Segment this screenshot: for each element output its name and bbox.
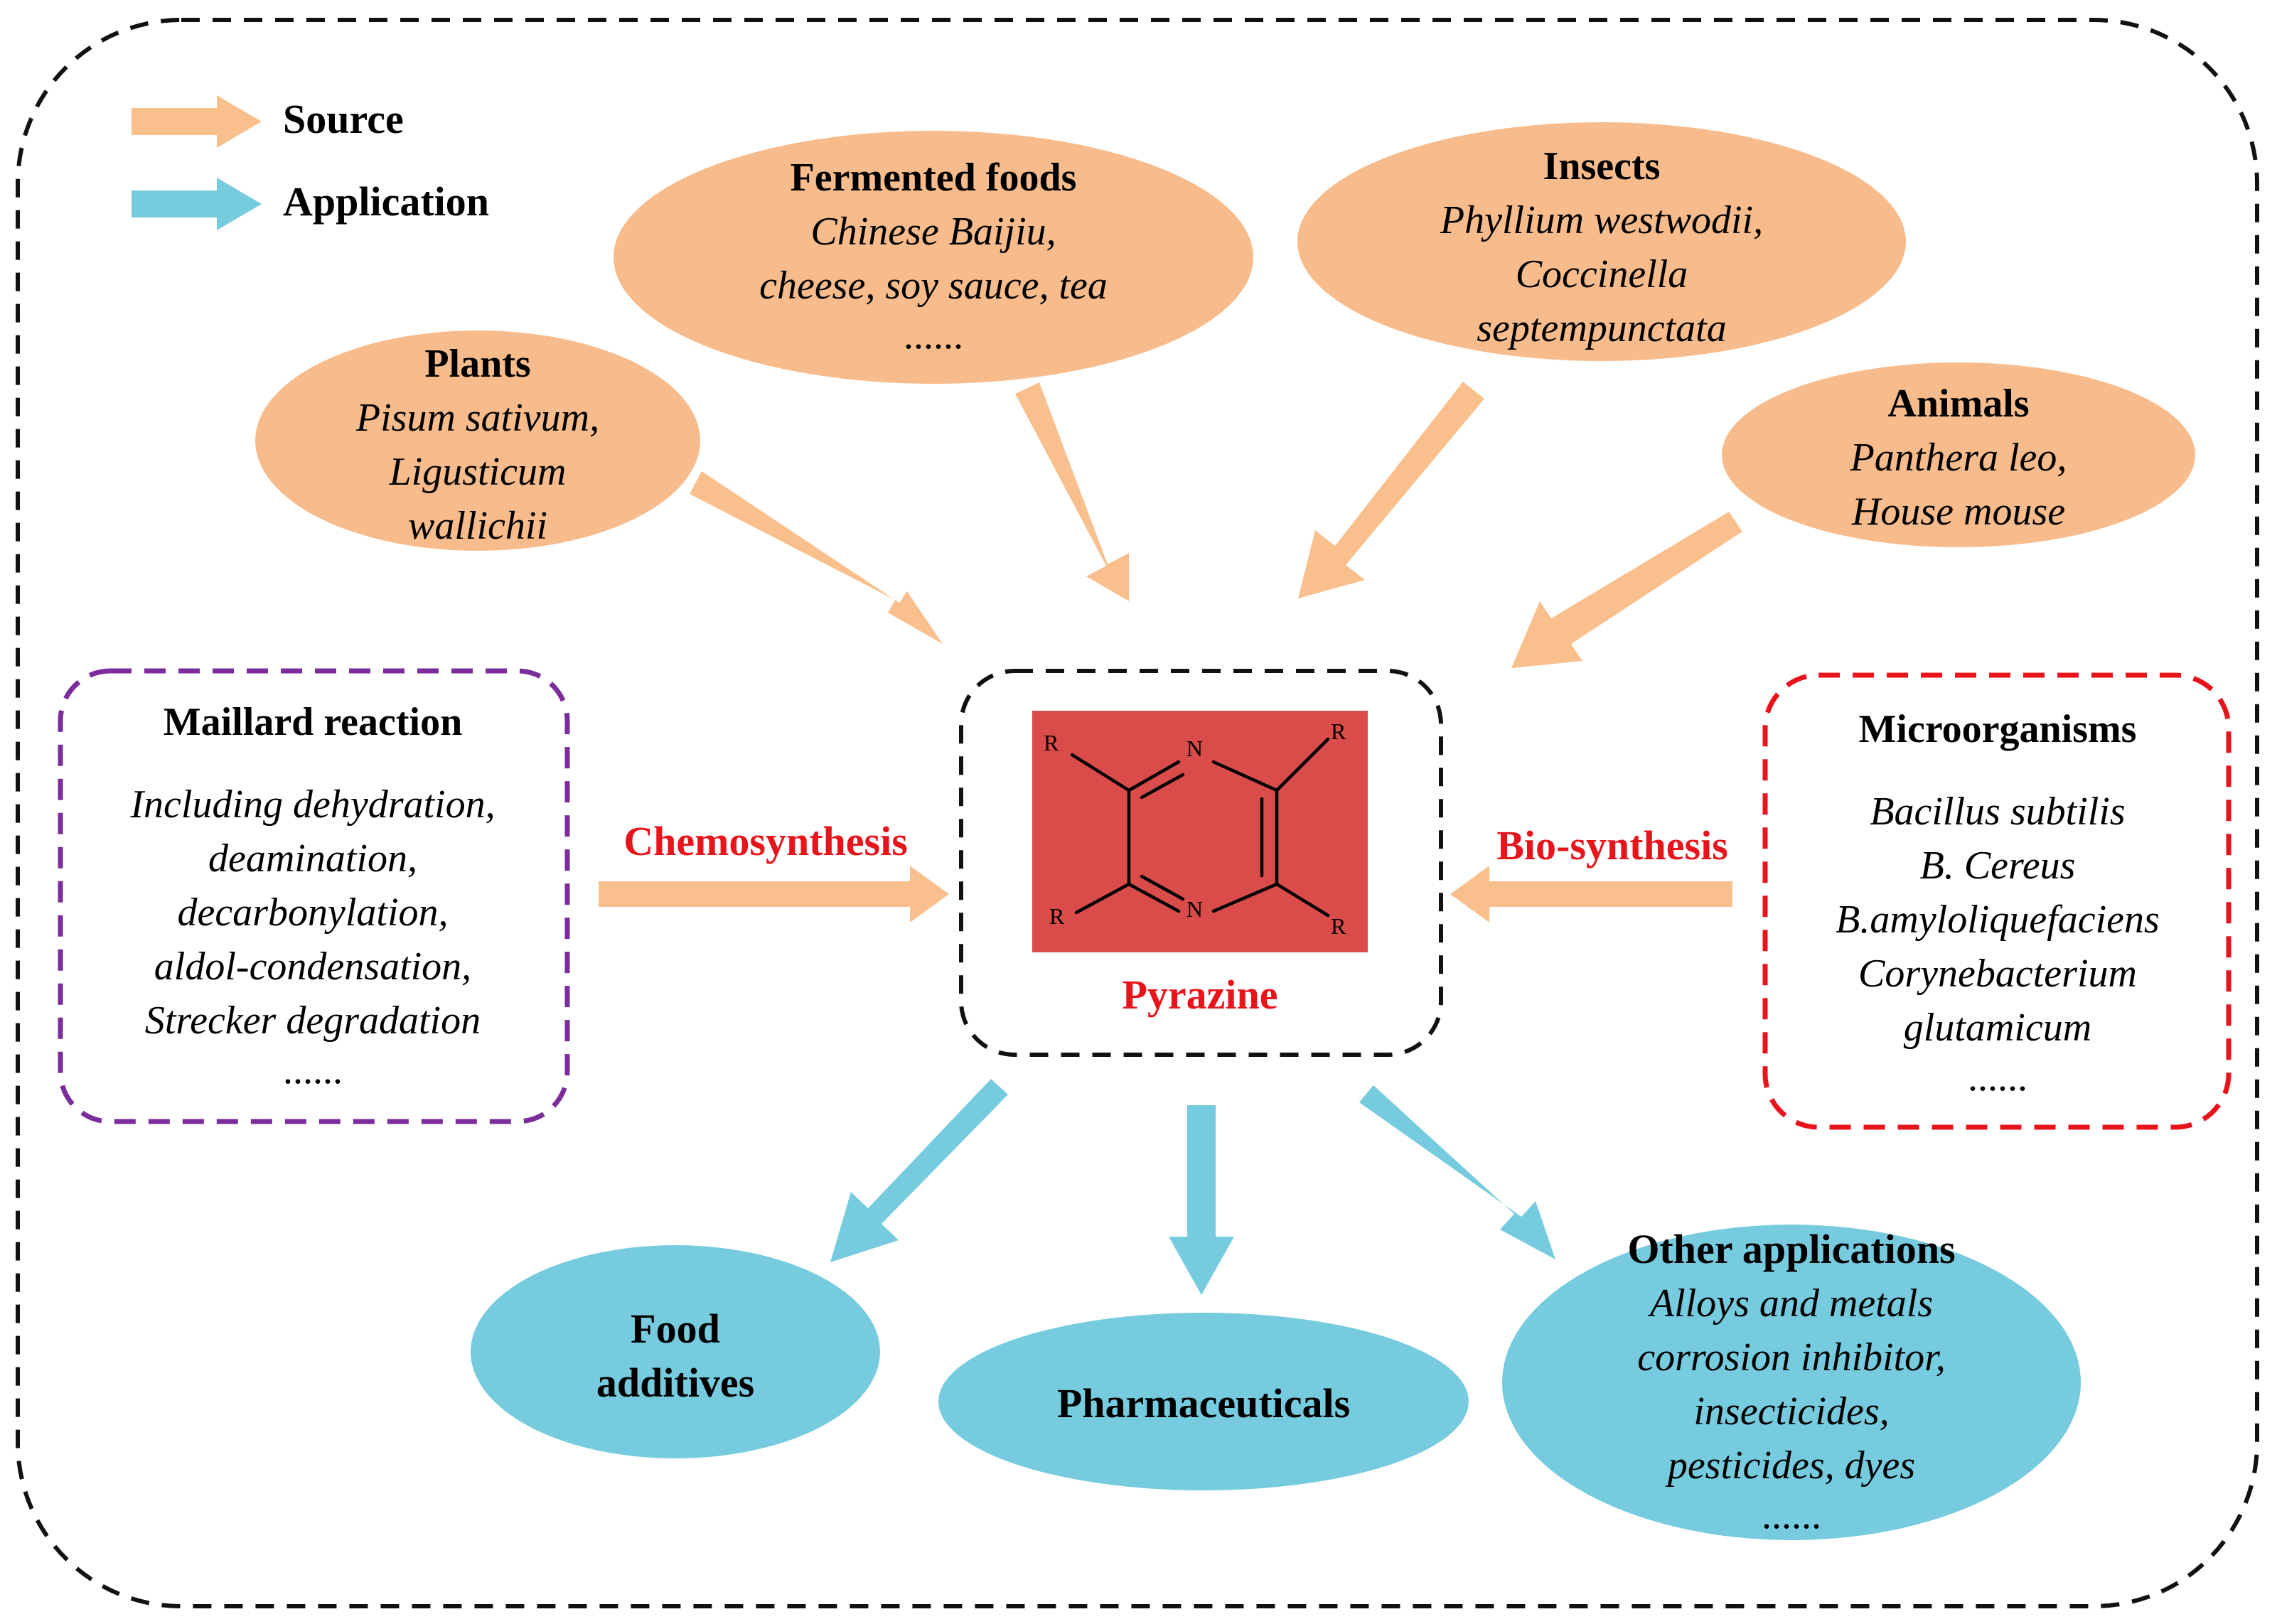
arrow-chemosynthesis [599,866,949,923]
fermented-foods-line: Chinese Baijiu, [810,210,1056,254]
arrow-insects-to-pyrazine [1298,382,1484,598]
pharmaceuticals-node: Pharmaceuticals [1056,1380,1351,1426]
ellipse-fermented-foods [614,131,1253,384]
food-additives-line: Food [631,1306,720,1352]
animals-title: Animals [1887,382,2030,426]
insects-line: Phyllium westwodii, [1440,198,1764,242]
legend-source-label: Source [283,96,404,142]
microorganisms-line: B.amyloliquefaciens [1836,898,2160,942]
microorganisms-line: B. Cereus [1919,844,2076,888]
insects-node: Insects Phyllium westwodii, Coccinella s… [1303,139,1900,355]
maillard-line: decarbonylation, [177,891,449,935]
fermented-foods-line: cheese, soy sauce, tea [759,264,1108,308]
pyrazine-box [959,669,1443,1057]
fermented-foods-node: Fermented foods Chinese Baijiu, cheese, … [614,151,1253,355]
other-applications-title: Other applications [1627,1226,1956,1272]
plants-title: Plants [424,342,531,386]
legend-application-label: Application [283,178,490,225]
arrow-biosynthesis [1450,866,1732,923]
ellipse-animals [1722,362,2195,547]
maillard-title: Maillard reaction [163,700,463,744]
arrow-to-other-applications [1359,1085,1555,1259]
food-additives-line: additives [596,1360,755,1406]
animals-line: Panthera leo, [1850,436,2067,480]
atom-r-bottom-right: R [1331,913,1346,939]
insects-line: septempunctata [1477,306,1727,350]
food-additives-node: Food additives [498,1302,853,1410]
maillard-line: aldol-condensation, [154,945,472,989]
fermented-foods-title: Fermented foods [790,156,1077,200]
fermented-foods-more: ...... [904,313,963,357]
legend-application-arrow-icon [132,178,262,230]
arrow-animals-to-pyrazine [1511,512,1742,668]
insects-title: Insects [1543,144,1661,188]
ellipse-other-applications [1502,1225,2081,1540]
atom-r-top-right: R [1331,719,1346,744]
other-applications-line: Alloys and metals [1649,1281,1934,1325]
other-applications-line: insecticides, [1693,1389,1890,1434]
arrow-plants-to-pyrazine [690,471,943,644]
insects-line: Coccinella [1515,252,1688,296]
maillard-line: deamination, [208,837,417,881]
plants-node: Plants Pisum sativum, Ligusticum wallich… [264,337,691,553]
microorganisms-line: Corynebacterium [1858,952,2137,996]
ellipse-food-additives [471,1245,880,1458]
microorganisms-title: Microorganisms [1858,707,2137,751]
other-applications-node: Other applications Alloys and metals cor… [1543,1222,2040,1535]
microorganisms-line: Bacillus subtilis [1870,790,2126,834]
microorganisms-more: ...... [1968,1055,2027,1099]
atom-n-bottom: N [1186,896,1203,922]
other-applications-line: pesticides, dyes [1667,1443,1916,1488]
atom-r-bottom-left: R [1049,903,1065,929]
maillard-node: Maillard reaction Including dehydration,… [68,695,558,1090]
arrow-to-food-additives [830,1079,1008,1262]
ellipse-pharmaceuticals [938,1313,1469,1490]
plants-line: Ligusticum [389,450,567,494]
plants-line: Pisum sativum, [355,396,600,440]
atom-r-top-left: R [1044,730,1059,755]
plants-line: wallichii [408,504,547,548]
microorganisms-node: Microorganisms Bacillus subtilis B. Cere… [1770,702,2225,1097]
animals-node: Animals Panthera leo, House mouse [1735,377,2182,539]
microorganisms-box [1762,672,2232,1130]
ellipse-plants [255,330,700,551]
chemosynthesis-label: Chemosynthesis [623,818,908,864]
maillard-box [58,668,570,1124]
ellipse-insects [1297,122,1906,361]
maillard-more: ...... [283,1048,343,1092]
legend-source-arrow-icon [132,95,262,148]
animals-line: House mouse [1851,490,2066,534]
maillard-line: Strecker degradation [144,999,481,1043]
pyrazine-structure-background [1032,711,1368,952]
biosynthesis-label: Bio-synthesis [1496,822,1728,869]
other-applications-line: corrosion inhibitor, [1637,1335,1946,1380]
arrow-fermented-to-pyrazine [1015,382,1129,601]
other-applications-more: ...... [1762,1493,1821,1537]
arrow-to-pharmaceuticals [1169,1105,1234,1295]
microorganisms-line: glutamicum [1903,1006,2092,1050]
outer-frame [16,18,2259,1608]
atom-n-top: N [1186,736,1203,761]
pyrazine-ring-structure [1070,737,1330,918]
maillard-line: Including dehydration, [130,783,495,827]
pyrazine-label: Pyrazine [1122,972,1278,1018]
